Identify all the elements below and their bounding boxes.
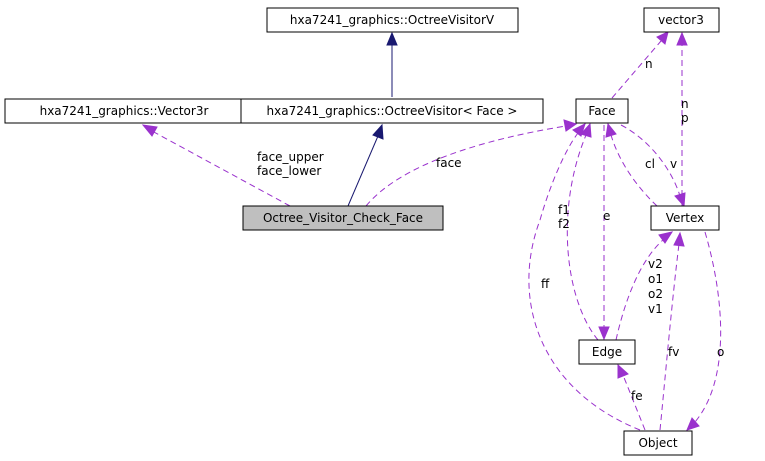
edge-use-o: [694, 231, 722, 423]
edge-label-f2: f2: [558, 217, 570, 231]
arrowhead-object-from-vertex: [686, 417, 700, 431]
node-vertex-label: Vertex: [666, 211, 705, 225]
arrowhead-edge-from-object: [617, 363, 629, 379]
arrowhead-face-from-edge: [580, 122, 592, 138]
edge-label-o1: o1: [648, 272, 663, 286]
edge-label-o2: o2: [648, 287, 663, 301]
node-check-face[interactable]: Octree_Visitor_Check_Face: [242, 205, 444, 231]
edge-label-cl: cl: [645, 157, 655, 171]
edge-label-face-lower: face_lower: [257, 164, 321, 178]
edge-label-v2: v2: [648, 257, 663, 271]
node-octreevisitor-face-label: hxa7241_graphics::OctreeVisitor< Face >: [267, 104, 518, 118]
edge-label-ff: ff: [541, 277, 550, 291]
edge-label-o: o: [717, 345, 724, 359]
arrowhead-face-from-checkface: [563, 119, 578, 132]
edge-use-fv: [659, 243, 680, 431]
edge-inherit-checkface-octreevisitor: [347, 135, 379, 207]
edge-label-v1: v1: [648, 302, 663, 316]
edge-label-np-n: n: [681, 97, 689, 111]
edge-label-v: v: [670, 157, 677, 171]
arrowhead-face-from-object: [572, 123, 586, 137]
edge-label-face-upper: face_upper: [257, 150, 324, 164]
node-object[interactable]: Object: [623, 430, 693, 456]
node-edge[interactable]: Edge: [578, 339, 636, 365]
edge-use-f1f2: [566, 134, 599, 341]
edge-label-n: n: [645, 57, 653, 71]
edge-label-face: face: [436, 156, 462, 170]
edge-use-v2o1o2v1: [615, 238, 665, 341]
edge-use-ff: [528, 132, 641, 431]
node-face[interactable]: Face: [575, 98, 629, 124]
arrowhead-vector3-from-vertex: [676, 31, 688, 46]
arrowhead-octreevisitorv: [386, 31, 398, 46]
node-octreevisitor-face[interactable]: hxa7241_graphics::OctreeVisitor< Face >: [240, 98, 544, 124]
arrowhead-vertex-from-edge: [658, 231, 674, 244]
edge-label-np-p: p: [681, 111, 689, 125]
node-vector3[interactable]: vector3: [643, 7, 720, 33]
node-edge-label: Edge: [592, 345, 622, 359]
node-face-label: Face: [588, 104, 615, 118]
node-vector3-label: vector3: [658, 13, 704, 27]
node-object-label: Object: [638, 436, 677, 450]
edge-use-face-upper-lower: [151, 130, 291, 207]
edge-label-fe: fe: [631, 389, 643, 403]
arrowhead-vertex-from-face: [674, 192, 686, 208]
arrowhead-vector3-from-face: [656, 31, 669, 45]
node-vector3r[interactable]: hxa7241_graphics::Vector3r: [4, 98, 244, 124]
node-vector3r-label: hxa7241_graphics::Vector3r: [40, 104, 209, 118]
arrowhead-vector3r: [141, 124, 158, 137]
edge-label-f1: f1: [558, 203, 570, 217]
edge-use-face: [365, 125, 567, 207]
edge-label-e: e: [603, 209, 610, 223]
edge-label-fv: fv: [668, 345, 679, 359]
arrowhead-face-from-vertex: [605, 122, 617, 138]
arrowhead-vertex-from-object: [673, 231, 685, 247]
node-vertex[interactable]: Vertex: [650, 205, 720, 231]
node-octreevisitorv[interactable]: hxa7241_graphics::OctreeVisitorV: [266, 7, 519, 33]
node-octreevisitorv-label: hxa7241_graphics::OctreeVisitorV: [290, 13, 495, 27]
arrowhead-octreevisitor: [372, 123, 384, 140]
arrowhead-edge-from-face: [598, 326, 610, 341]
node-check-face-label: Octree_Visitor_Check_Face: [263, 211, 423, 225]
edge-use-n-face-vector3: [611, 40, 662, 99]
